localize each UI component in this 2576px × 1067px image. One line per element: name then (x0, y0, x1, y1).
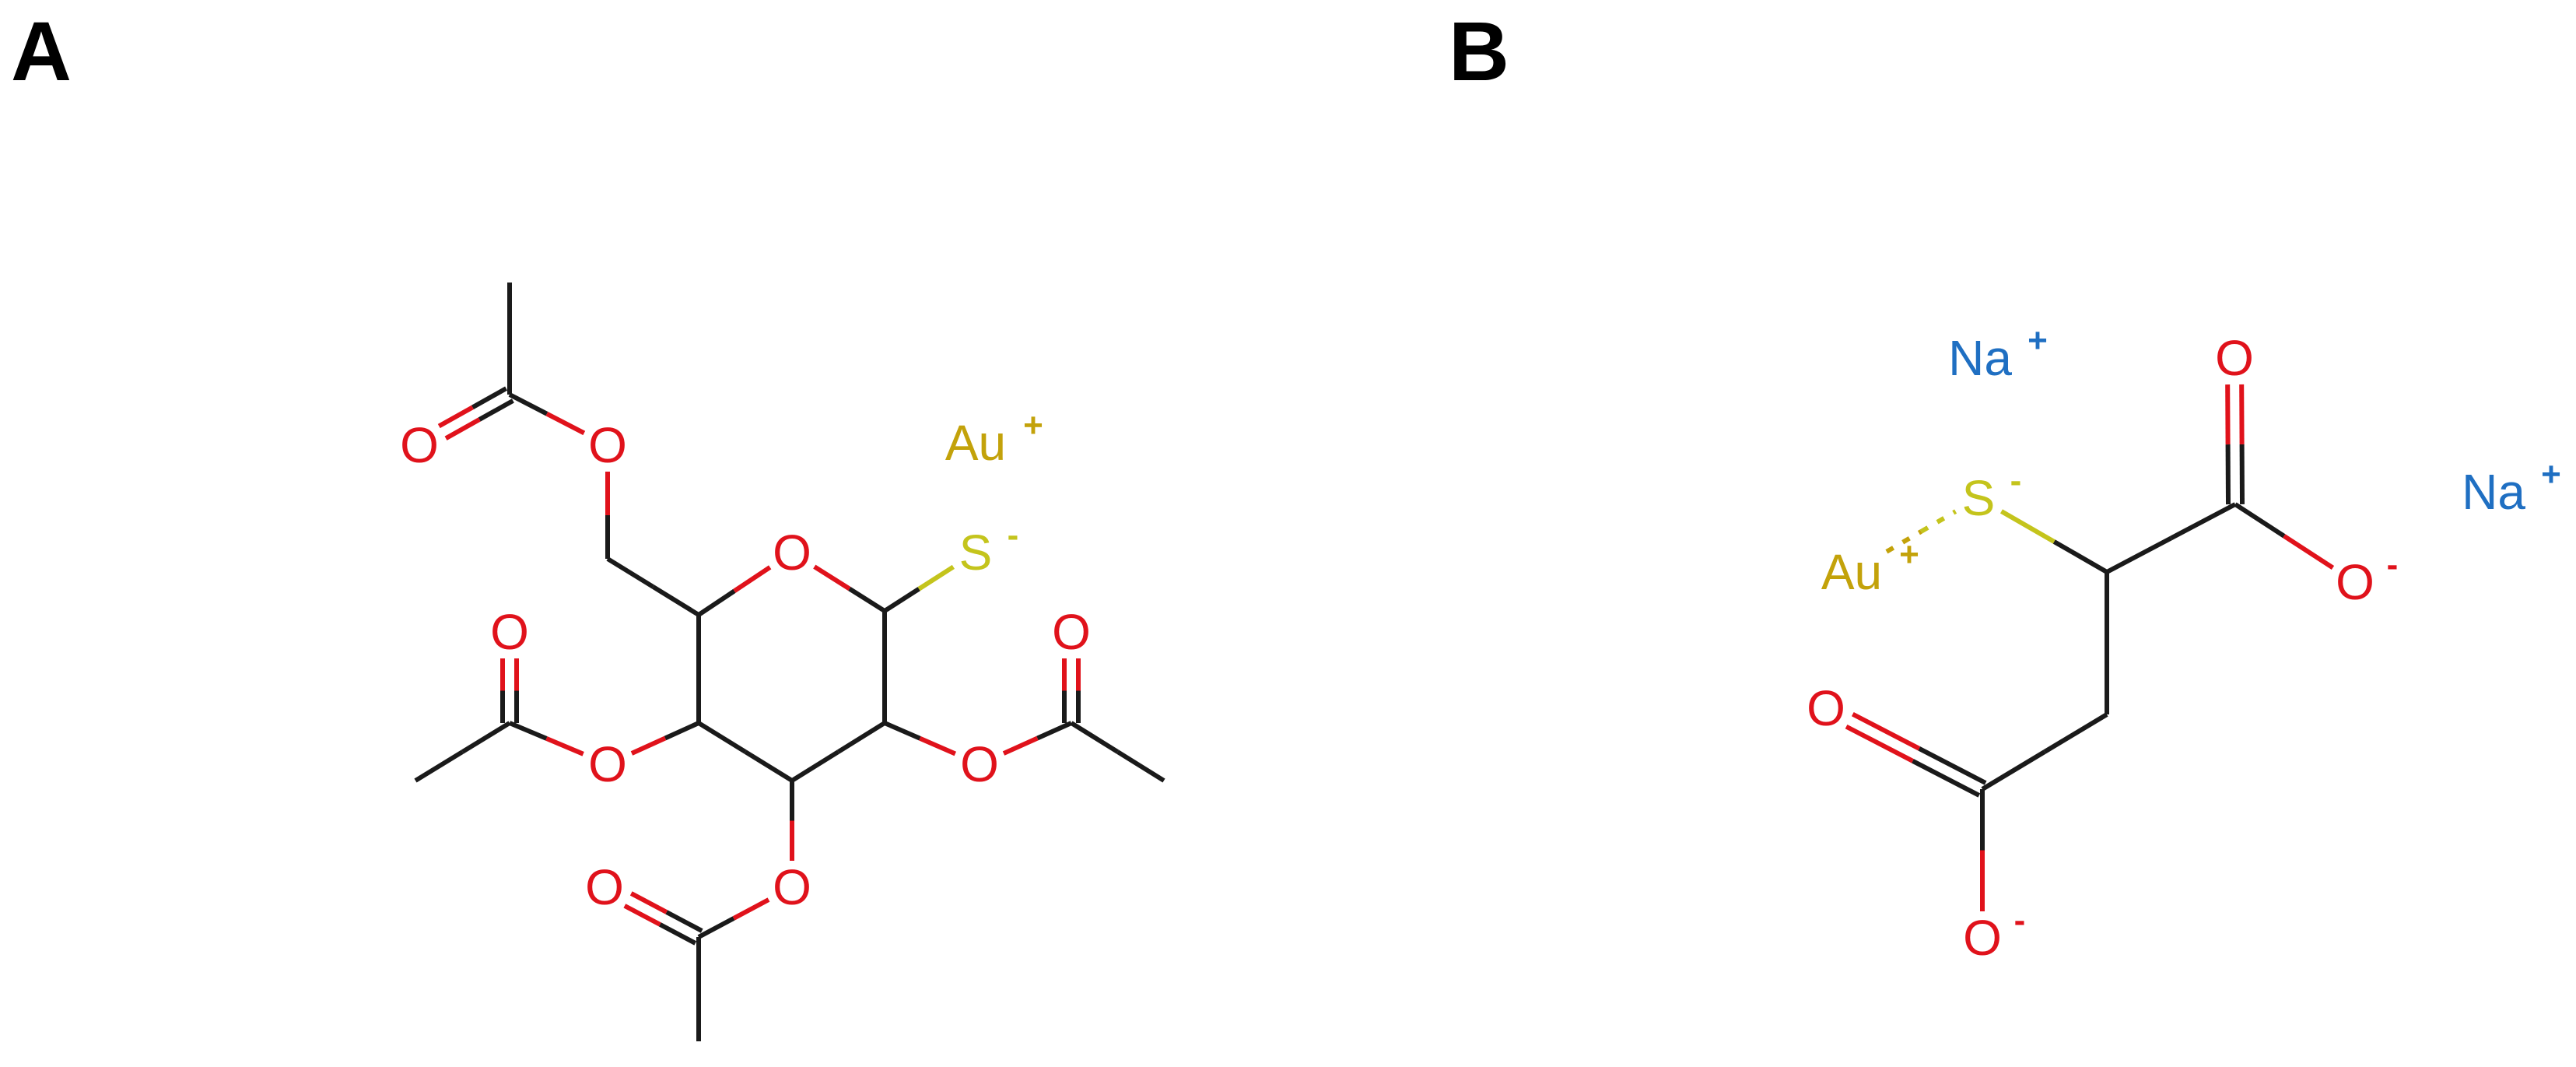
atom-au-label: Au (945, 415, 1006, 471)
atom-o-label: O (588, 736, 627, 792)
charge-minus-icon: - (2014, 901, 2026, 939)
bonds (1845, 384, 2335, 911)
atom-na-label: Na (2462, 464, 2525, 520)
panel-label-a: A (11, 4, 72, 98)
atom-o-label: O (1963, 910, 2002, 966)
charge-plus-icon: + (1023, 406, 1043, 444)
bonds (414, 283, 1165, 1041)
atom-o-label: O (400, 417, 439, 473)
structure-a: O O O S- Au + O O O O O O (400, 283, 1165, 1041)
panel-label-b: B (1449, 4, 1509, 98)
charge-minus-icon: - (2010, 462, 2022, 500)
atom-o-label: O (1807, 680, 1845, 736)
atom-o-label: O (2336, 554, 2374, 610)
atom-na-label: Na (1948, 330, 2012, 386)
atom-o-label: O (960, 736, 999, 792)
charge-minus-icon: - (1008, 516, 1019, 554)
atom-au-label: Au (1821, 544, 1882, 600)
charge-plus-icon: + (1899, 535, 1919, 574)
atom-o-label: O (588, 417, 627, 473)
atom-o-label: O (1052, 604, 1091, 660)
atom-o-label: O (2215, 330, 2254, 386)
atom-o-label: O (490, 604, 529, 660)
charge-minus-icon: - (2387, 546, 2399, 584)
atom-s-label: S (959, 525, 993, 581)
atom-o-label: O (585, 859, 624, 915)
atom-s-label: S (1962, 470, 1996, 526)
structure-b: Na+OS-Au+O-Na+OO- (1807, 321, 2561, 966)
atom-o-label: O (773, 859, 811, 915)
charge-plus-icon: + (2028, 321, 2048, 360)
atom-o-label: O (773, 525, 811, 581)
charge-plus-icon: + (2541, 455, 2561, 493)
